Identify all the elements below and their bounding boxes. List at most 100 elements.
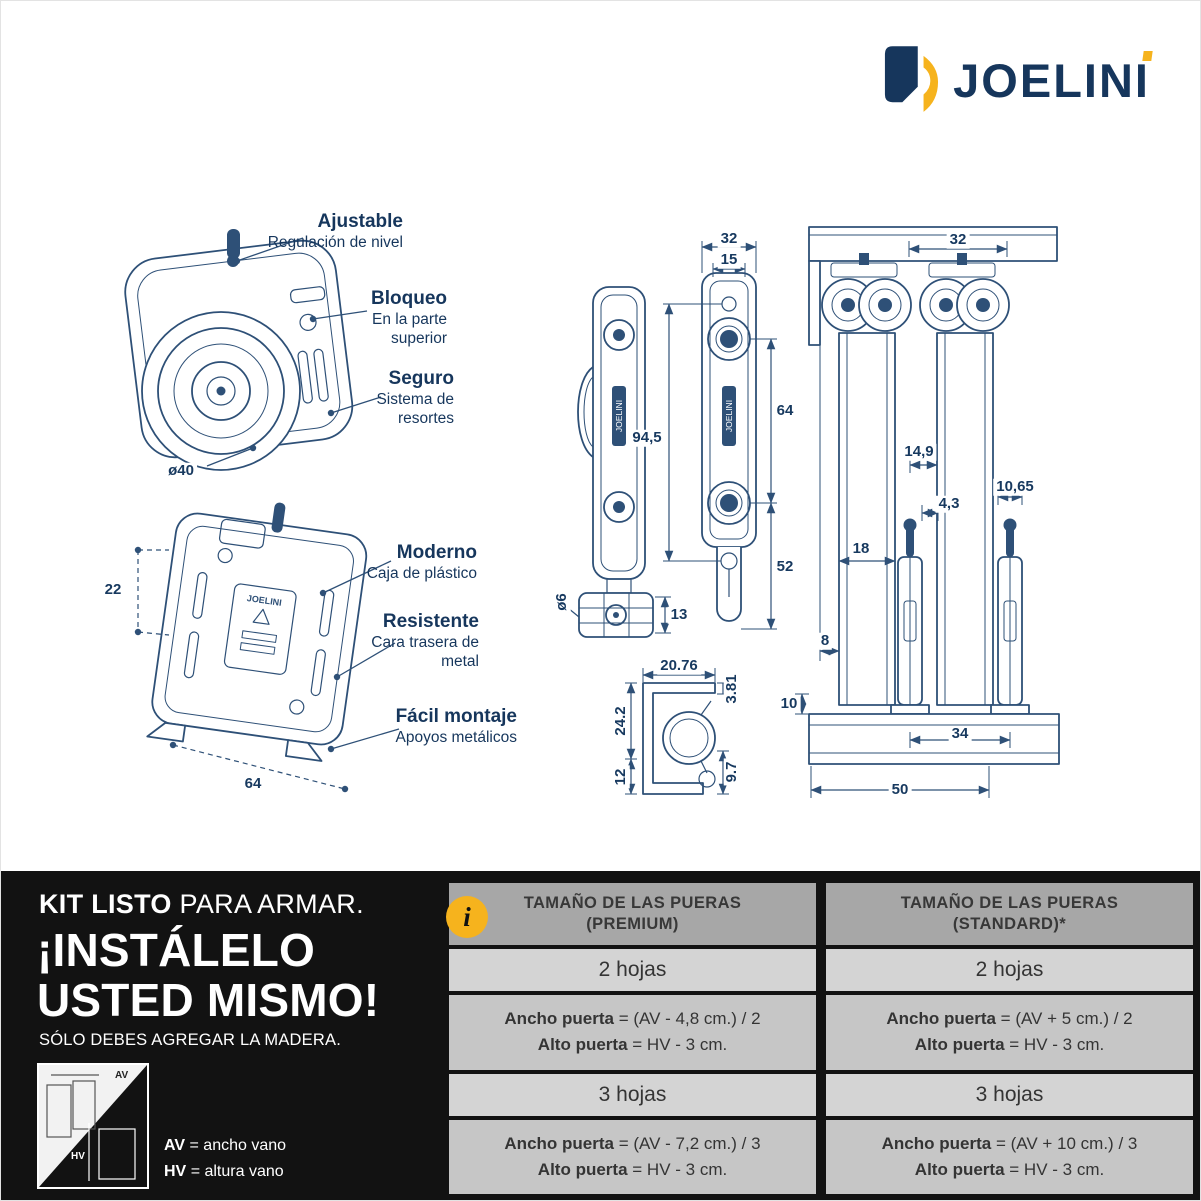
premium-2hojas-ancho-value: = (AV - 4,8 cm.) / 2	[618, 1008, 761, 1028]
kit-line: KIT LISTO PARA ARMAR.	[39, 889, 364, 920]
premium-3hojas-alto-value: = HV - 3 cm.	[632, 1159, 728, 1179]
legend-av-text: = ancho vano	[189, 1137, 287, 1154]
callout-facil-title: Fácil montaje	[395, 706, 517, 727]
dim-label-24-2: 24.2	[612, 703, 630, 739]
premium-3hojas-ancho-value: = (AV - 7,2 cm.) / 3	[618, 1133, 761, 1153]
dim-label-8: 8	[817, 632, 833, 650]
brand-logo-icon	[885, 46, 939, 112]
dim-label-34: 34	[948, 725, 972, 743]
dim-label-13: 13	[667, 606, 691, 624]
callout-ajustable: Ajustable Regulación de nivel	[268, 211, 403, 252]
dim-label-64-plate: 64	[241, 775, 265, 793]
table-standard-3hojas-text: 3 hojas	[975, 1082, 1044, 1106]
drawing-roller-iso-view	[124, 229, 354, 471]
table-premium-row-3hojas: 3 hojas	[449, 1073, 816, 1116]
headline-line2: USTED MISMO!	[37, 974, 380, 1026]
dim-label-dia40: ø40	[165, 462, 197, 480]
table-premium-2hojas-text: 2 hojas	[598, 957, 667, 981]
callout-facil-desc: Apoyos metálicos	[395, 728, 517, 746]
premium-3hojas-ancho: Ancho puerta = (AV - 7,2 cm.) / 3	[449, 1131, 816, 1157]
kit-line-rest: PARA ARMAR.	[179, 889, 364, 919]
rail-profile-dimension-lines	[625, 668, 729, 795]
dim-label-32-assembly: 32	[946, 231, 970, 249]
brand-logo: JOELINI	[883, 43, 1153, 117]
table-standard-2hojas-text: 2 hojas	[975, 957, 1044, 981]
table-standard-formula-3hojas: Ancho puerta = (AV + 10 cm.) / 3 Alto pu…	[826, 1119, 1193, 1195]
dim-label-4-3: 4,3	[935, 495, 963, 513]
callout-ajustable-desc: Regulación de nivel	[267, 233, 403, 251]
kit-line-bold: KIT LISTO	[39, 889, 172, 919]
callout-moderno-title: Moderno	[396, 542, 477, 563]
table-premium-formula-2hojas: Ancho puerta = (AV - 4,8 cm.) / 2 Alto p…	[449, 994, 816, 1070]
standard-2hojas-alto-value: = HV - 3 cm.	[1009, 1035, 1105, 1055]
dim-label-32-front: 32	[717, 230, 741, 248]
side-profile-dim-13	[655, 596, 671, 634]
callout-resistente-title: Resistente	[382, 611, 479, 632]
callout-resistente: Resistente Cara trasera de metal	[369, 611, 479, 672]
table-door-sizes-premium: TAMAÑO DE LAS PUERAS (PREMIUM) 2 hojas A…	[449, 883, 816, 1198]
plate-dimension-lines	[137, 549, 346, 790]
table-standard-formula-2hojas: Ancho puerta = (AV + 5 cm.) / 2 Alto pue…	[826, 994, 1193, 1070]
standard-2hojas-alto: Alto puerta = HV - 3 cm.	[826, 1032, 1193, 1058]
table-premium-header: TAMAÑO DE LAS PUERAS (PREMIUM)	[449, 883, 816, 945]
table-premium-formula-3hojas: Ancho puerta = (AV - 7,2 cm.) / 3 Alto p…	[449, 1119, 816, 1195]
illustration-door-sketch-top	[46, 1074, 99, 1138]
table-standard-header-line1: TAMAÑO DE LAS PUERAS	[900, 894, 1119, 912]
info-icon-glyph: i	[463, 901, 471, 932]
vano-legend: AV = ancho vano HV = altura vano	[164, 1133, 286, 1186]
callout-bloqueo-desc: En la parte superior	[372, 310, 447, 348]
brand-wordmark: JOELINI	[953, 50, 1153, 104]
illustration-light-panel	[39, 1065, 147, 1187]
logo-mark-navy-shape	[885, 46, 918, 103]
standard-3hojas-ancho: Ancho puerta = (AV + 10 cm.) / 3	[826, 1131, 1193, 1157]
callout-bloqueo-title: Bloqueo	[371, 288, 447, 309]
standard-3hojas-ancho-label: Ancho puerta	[881, 1133, 992, 1153]
dim-label-20-76: 20.76	[657, 657, 701, 675]
drawing-assembly-section	[808, 226, 1060, 765]
table-door-sizes-standard: TAMAÑO DE LAS PUERAS (STANDARD)* 2 hojas…	[826, 883, 1193, 1198]
dim-label-52: 52	[773, 558, 797, 576]
info-icon: i	[446, 896, 488, 938]
premium-3hojas-alto-label: Alto puerta	[537, 1159, 628, 1179]
table-standard-row-3hojas: 3 hojas	[826, 1073, 1193, 1116]
logo-mark-yellow-shape	[923, 55, 939, 112]
callout-bloqueo: Bloqueo En la parte superior	[347, 288, 447, 349]
callout-ajustable-title: Ajustable	[317, 211, 403, 232]
callout-seguro-title: Seguro	[388, 368, 454, 389]
plate-dimension-dots	[134, 546, 349, 793]
standard-3hojas-ancho-value: = (AV + 10 cm.) / 3	[995, 1133, 1138, 1153]
backplate-brand-label: JOELINI	[246, 593, 282, 608]
standard-2hojas-ancho-label: Ancho puerta	[886, 1008, 996, 1028]
legend-av-label: AV	[164, 1137, 186, 1154]
table-standard-header: TAMAÑO DE LAS PUERAS (STANDARD)*	[826, 883, 1193, 945]
dim-label-9-7: 9.7	[723, 758, 741, 786]
callout-leader-lines	[206, 237, 400, 753]
subline: SÓLO DEBES AGREGAR LA MADERA.	[39, 1031, 341, 1049]
standard-3hojas-alto: Alto puerta = HV - 3 cm.	[826, 1157, 1193, 1183]
standard-2hojas-ancho: Ancho puerta = (AV + 5 cm.) / 2	[826, 1006, 1193, 1032]
premium-2hojas-alto-value: = HV - 3 cm.	[632, 1035, 728, 1055]
standard-2hojas-ancho-value: = (AV + 5 cm.) / 2	[1000, 1008, 1133, 1028]
drawing-rail-cross-section	[642, 682, 716, 795]
table-standard-header-line2: (STANDARD)*	[952, 915, 1067, 934]
dim-label-64: 64	[773, 402, 797, 420]
callout-seguro: Seguro Sistema de resortes	[354, 368, 454, 429]
drawing-front-view: JOELINI	[701, 272, 757, 622]
bottom-info-band: KIT LISTO PARA ARMAR. ¡INSTÁLELO USTED M…	[1, 871, 1200, 1200]
callout-facil: Fácil montaje Apoyos metálicos	[396, 706, 517, 747]
table-premium-header-line1: TAMAÑO DE LAS PUERAS	[523, 894, 742, 912]
drawing-backplate-view: JOELINI	[146, 502, 368, 762]
illustration-door-sketch-bottom	[88, 1123, 136, 1181]
table-standard-row-2hojas: 2 hojas	[826, 948, 1193, 991]
callout-resistente-desc: Cara trasera de metal	[371, 633, 479, 671]
headline-line1: ¡INSTÁLELO	[37, 924, 315, 976]
standard-3hojas-alto-value: = HV - 3 cm.	[1009, 1159, 1105, 1179]
front-view-brand-sticker: JOELINI	[724, 400, 734, 432]
illustration-hv-label: HV	[71, 1151, 85, 1162]
premium-2hojas-alto-label: Alto puerta	[537, 1035, 628, 1055]
dim-label-50: 50	[888, 781, 912, 799]
callout-moderno: Moderno Caja de plástico	[367, 542, 477, 583]
dim-label-10: 10	[777, 695, 801, 713]
installation-illustration: AV HV	[37, 1063, 149, 1189]
